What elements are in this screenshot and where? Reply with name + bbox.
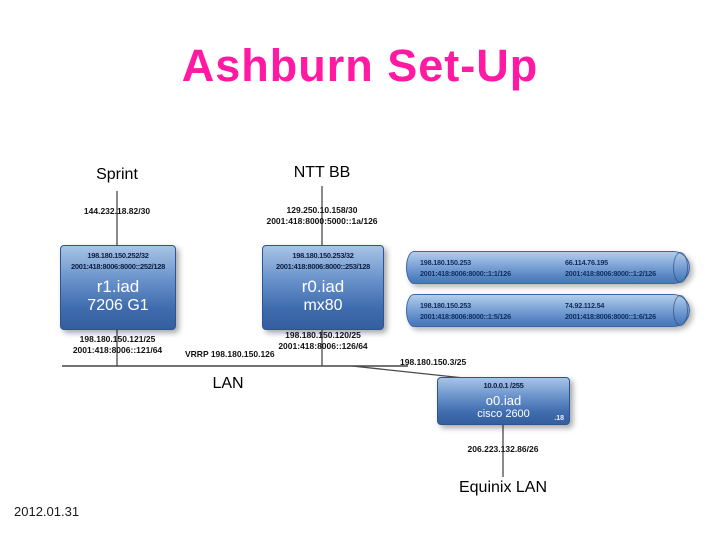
router-r1-ip-v4: 198.180.150.252/32 bbox=[87, 251, 149, 260]
router-r0-lan-ip-v4: 198.180.150.120/25 bbox=[285, 330, 361, 340]
sprint-label: Sprint bbox=[96, 166, 138, 183]
router-o0-name: o0.iad bbox=[485, 392, 522, 408]
cylinder-1-left-ips: 198.180.150.253 2001:418:8006:8000::1:1/… bbox=[420, 258, 511, 280]
cylinder-2-left-ip-v4: 198.180.150.253 bbox=[420, 301, 471, 310]
router-o0-iad[interactable]: 10.0.0.1 /255 o0.iad cisco 2600 .18 bbox=[437, 377, 570, 425]
router-r1-model: 7206 G1 bbox=[87, 297, 149, 314]
slide-date: 2012.01.31 bbox=[14, 504, 80, 519]
router-r1-lan-ip-v4: 198.180.150.121/25 bbox=[79, 334, 156, 344]
sprint-ip: 144.232.18.82/30 bbox=[83, 206, 151, 216]
router-r1-ip-v6: 2001:418:8006:8000::252/128 bbox=[70, 261, 166, 271]
uplink-cylinder-1[interactable]: 198.180.150.253 2001:418:8006:8000::1:1/… bbox=[406, 251, 690, 284]
slide-title: Ashburn Set-Up bbox=[181, 40, 539, 91]
cylinder-1-end-cap-icon bbox=[673, 252, 688, 283]
cylinder-2-end-cap-icon bbox=[673, 295, 688, 326]
equinix-lan-label: Equinix LAN bbox=[458, 479, 548, 496]
nttbb-label: NTT BB bbox=[293, 164, 351, 181]
cylinder-2-left-ip-v6: 2001:418:8006:8000::1:5/126 bbox=[420, 311, 511, 321]
cylinder-1-right-ip-v6: 2001:418:8006:8000::1:2/126 bbox=[565, 268, 656, 278]
router-r1-name: r1.iad bbox=[96, 277, 140, 296]
router-o0-downlink-ip: 206.223.132.86/26 bbox=[467, 444, 539, 454]
cylinder-1-left-ip-v6: 2001:418:8006:8000::1:1/126 bbox=[420, 268, 511, 278]
router-r0-header-ips: 198.180.150.253/32 2001:418:8006:8000::2… bbox=[263, 246, 383, 272]
router-r1-header-ips: 198.180.150.252/32 2001:418:8006:8000::2… bbox=[61, 246, 175, 272]
cylinder-2-right-ip-v4: 74.92.112.54 bbox=[565, 301, 605, 310]
router-o0-model: cisco 2600 bbox=[477, 407, 530, 420]
router-o0-interface-tag: .18 bbox=[554, 415, 564, 422]
cylinder-1-left-ip-v4: 198.180.150.253 bbox=[420, 258, 471, 267]
cylinder-1-right-ips: 66.114.76.195 2001:418:8006:8000::1:2/12… bbox=[565, 258, 656, 280]
router-r0-lan-ip-v6: 2001:418:8006::126/64 bbox=[278, 341, 368, 352]
cylinder-2-right-ip-v6: 2001:418:8006:8000::1:6/126 bbox=[565, 311, 656, 321]
lan-branch-ip: 198.180.150.3/25 bbox=[400, 357, 467, 367]
router-r0-name: r0.iad bbox=[301, 277, 345, 296]
router-r1-lan-ip-v6: 2001:418:8006::121/64 bbox=[72, 345, 163, 356]
cylinder-2-left-ips: 198.180.150.253 2001:418:8006:8000::1:5/… bbox=[420, 301, 511, 323]
cylinder-1-right-ip-v4: 66.114.76.195 bbox=[565, 258, 608, 267]
router-r0-iad[interactable]: 198.180.150.253/32 2001:418:8006:8000::2… bbox=[262, 245, 384, 330]
uplink-cylinder-2[interactable]: 198.180.150.253 2001:418:8006:8000::1:5/… bbox=[406, 294, 690, 327]
router-o0-header-ip: 10.0.0.1 /255 bbox=[483, 381, 524, 390]
router-r0-model: mx80 bbox=[303, 297, 343, 314]
cylinder-2-right-ips: 74.92.112.54 2001:418:8006:8000::1:6/126 bbox=[565, 301, 656, 323]
router-r1-lan-ips: 198.180.150.121/25 2001:418:8006::121/64 bbox=[55, 334, 180, 357]
nttbb-ip-v4: 129.250.10.158/30 bbox=[286, 205, 358, 215]
vrrp-label: VRRP 198.180.150.126 bbox=[185, 349, 275, 359]
nttbb-ip-v6: 2001:418:8000:5000::1a/126 bbox=[266, 216, 378, 227]
router-r0-ip-v6: 2001:418:8006:8000::253/128 bbox=[275, 261, 371, 271]
lan-label: LAN bbox=[212, 375, 244, 392]
router-r1-iad[interactable]: 198.180.150.252/32 2001:418:8006:8000::2… bbox=[60, 245, 176, 330]
router-r0-ip-v4: 198.180.150.253/32 bbox=[292, 251, 354, 260]
nttbb-ips: 129.250.10.158/30 2001:418:8000:5000::1a… bbox=[252, 205, 392, 228]
router-r0-lan-ips: 198.180.150.120/25 2001:418:8006::126/64 bbox=[258, 330, 388, 353]
